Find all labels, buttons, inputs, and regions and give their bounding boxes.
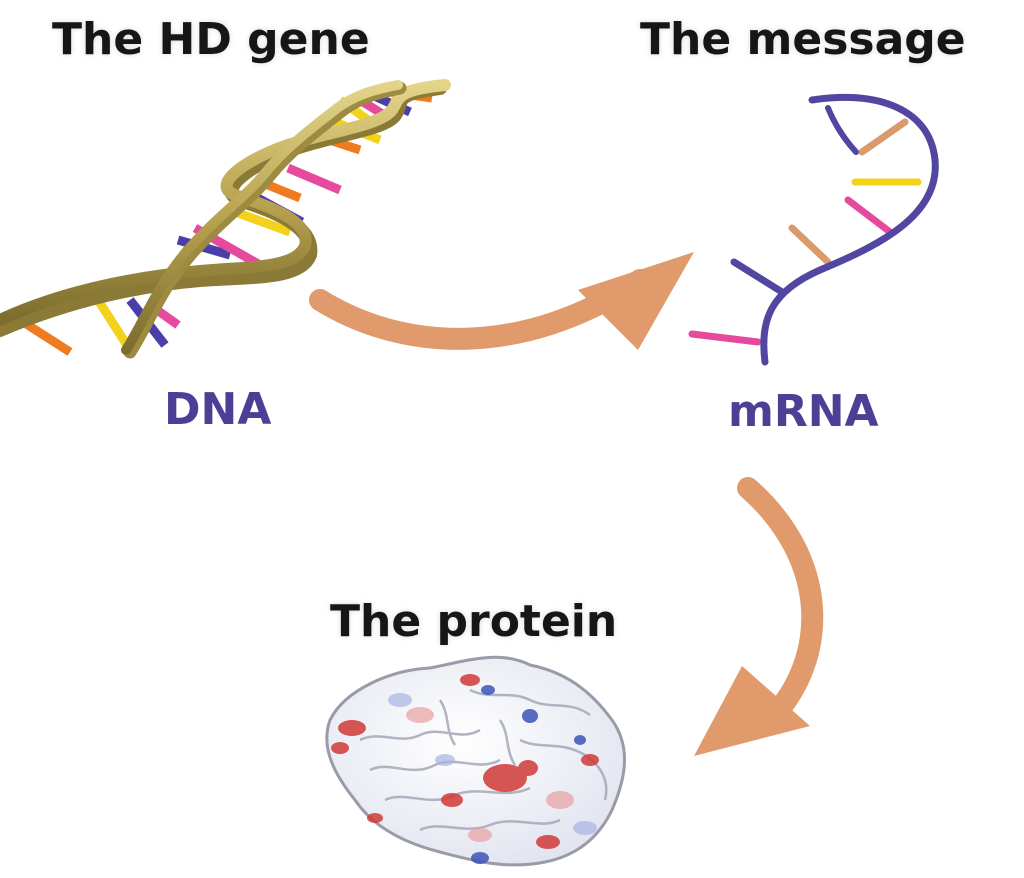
arrow-dna-to-mrna — [309, 252, 694, 350]
heading-protein: The protein — [330, 596, 618, 647]
label-mrna: mRNA — [728, 386, 879, 437]
arrow-mrna-to-protein — [694, 477, 824, 756]
protein-surface-image — [325, 655, 626, 867]
heading-message: The message — [640, 14, 966, 65]
dna-helix-image — [0, 79, 451, 359]
heading-hd-gene: The HD gene — [52, 14, 370, 65]
mrna-strand-image — [688, 94, 939, 366]
label-dna: DNA — [164, 384, 272, 435]
